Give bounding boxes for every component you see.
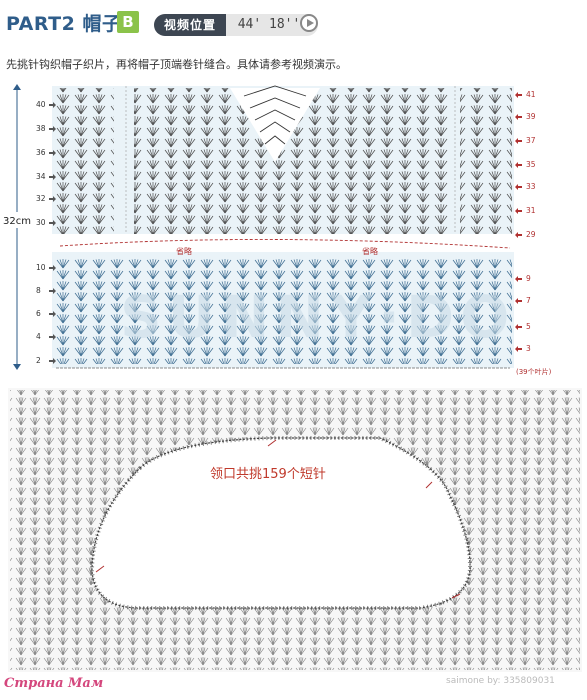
left-row-arrow bbox=[49, 220, 56, 226]
play-icon[interactable] bbox=[300, 14, 318, 32]
right-row-number: 37 bbox=[526, 136, 536, 145]
left-row-number: 2 bbox=[36, 356, 41, 365]
left-row-number: 34 bbox=[36, 172, 46, 181]
left-row-number: 30 bbox=[36, 218, 46, 227]
collar-annotation: 领口共挑159个短针 bbox=[210, 467, 326, 482]
right-row-arrow bbox=[515, 324, 522, 330]
right-row-arrow bbox=[515, 232, 522, 238]
left-row-number: 8 bbox=[36, 286, 41, 295]
left-row-arrow bbox=[49, 265, 56, 271]
right-row-number: 5 bbox=[526, 322, 531, 331]
stitch-count-note: (39个叶片) bbox=[516, 367, 552, 376]
omit-label-right: 省略 bbox=[362, 246, 378, 256]
right-row-arrow bbox=[515, 346, 522, 352]
left-row-arrow bbox=[49, 288, 56, 294]
right-row-number: 41 bbox=[526, 90, 536, 99]
decrease-lines bbox=[243, 85, 307, 145]
left-row-number: 4 bbox=[36, 332, 41, 341]
right-row-arrow bbox=[515, 298, 522, 304]
corner-watermark: saimone by: 335809031 bbox=[446, 676, 555, 686]
right-row-arrow bbox=[515, 162, 522, 168]
right-row-arrow bbox=[515, 114, 522, 120]
left-row-arrow bbox=[49, 102, 56, 108]
hat-stitch-diagram: 省略 省略 SUNNY·DO (39个叶片) 32cm 403836343230… bbox=[2, 84, 552, 376]
right-row-arrow bbox=[515, 92, 522, 98]
gauge-arrow-bottom bbox=[13, 364, 21, 370]
left-row-number: 32 bbox=[36, 194, 46, 203]
video-position-label: 视频位置 bbox=[154, 14, 226, 36]
left-row-arrow bbox=[49, 196, 56, 202]
left-row-number: 40 bbox=[36, 100, 46, 109]
omit-label-left: 省略 bbox=[176, 246, 192, 256]
right-row-arrow bbox=[515, 138, 522, 144]
right-row-numbers: 41 39 37 35 33 31 29 9 7 5 3 bbox=[515, 90, 536, 353]
left-row-number: 10 bbox=[36, 263, 46, 272]
neck-opening bbox=[91, 437, 471, 609]
right-row-arrow bbox=[515, 208, 522, 214]
stitch-fill-upper-left bbox=[54, 88, 114, 234]
omit-curve bbox=[59, 239, 511, 249]
stitch-fill-upper-right bbox=[460, 88, 512, 234]
rim-x-stitches bbox=[89, 436, 473, 610]
left-row-arrow bbox=[49, 126, 56, 132]
right-row-number: 39 bbox=[526, 112, 536, 121]
right-row-number: 29 bbox=[526, 230, 536, 239]
site-watermark: Страна Мам bbox=[4, 676, 104, 691]
right-row-arrow bbox=[515, 276, 522, 282]
left-row-arrow bbox=[49, 174, 56, 180]
height-label: 32cm bbox=[3, 216, 31, 227]
left-row-arrow bbox=[49, 150, 56, 156]
collar-stitch-diagram: 领口共挑159个短针 bbox=[8, 388, 582, 672]
video-timestamp: 44' 18'' bbox=[237, 17, 301, 32]
header: PART2 帽子 B 视频位置 44' 18'' bbox=[0, 0, 587, 44]
right-row-number: 9 bbox=[526, 274, 531, 283]
instructions-text: 先挑针钩织帽子织片，再将帽子顶端卷针缝合。具体请参考视频演示。 bbox=[6, 58, 347, 71]
right-row-number: 31 bbox=[526, 206, 536, 215]
pickup-markers bbox=[95, 439, 461, 599]
right-row-number: 7 bbox=[526, 296, 531, 305]
part-badge: B bbox=[117, 11, 139, 33]
right-row-number: 3 bbox=[526, 344, 531, 353]
right-row-number: 35 bbox=[526, 160, 536, 169]
column-dividers bbox=[125, 86, 456, 234]
left-row-arrow bbox=[49, 358, 56, 364]
right-row-arrow bbox=[515, 184, 522, 190]
left-row-number: 38 bbox=[36, 124, 46, 133]
sunny-watermark: SUNNY·DO bbox=[120, 283, 515, 351]
right-row-number: 33 bbox=[526, 182, 536, 191]
left-row-arrow bbox=[49, 334, 56, 340]
gauge-arrow-top bbox=[13, 84, 21, 90]
left-row-number: 6 bbox=[36, 309, 41, 318]
left-row-arrow bbox=[49, 311, 56, 317]
decrease-wedge bbox=[230, 88, 320, 162]
stitch-fill-lower bbox=[54, 258, 512, 364]
left-row-number: 36 bbox=[36, 148, 46, 157]
page-title: PART2 帽子 bbox=[6, 13, 122, 35]
left-row-numbers: 40 38 36 34 32 30 10 8 6 4 2 bbox=[36, 100, 56, 365]
video-position-bar[interactable]: 视频位置 44' 18'' bbox=[154, 14, 318, 36]
